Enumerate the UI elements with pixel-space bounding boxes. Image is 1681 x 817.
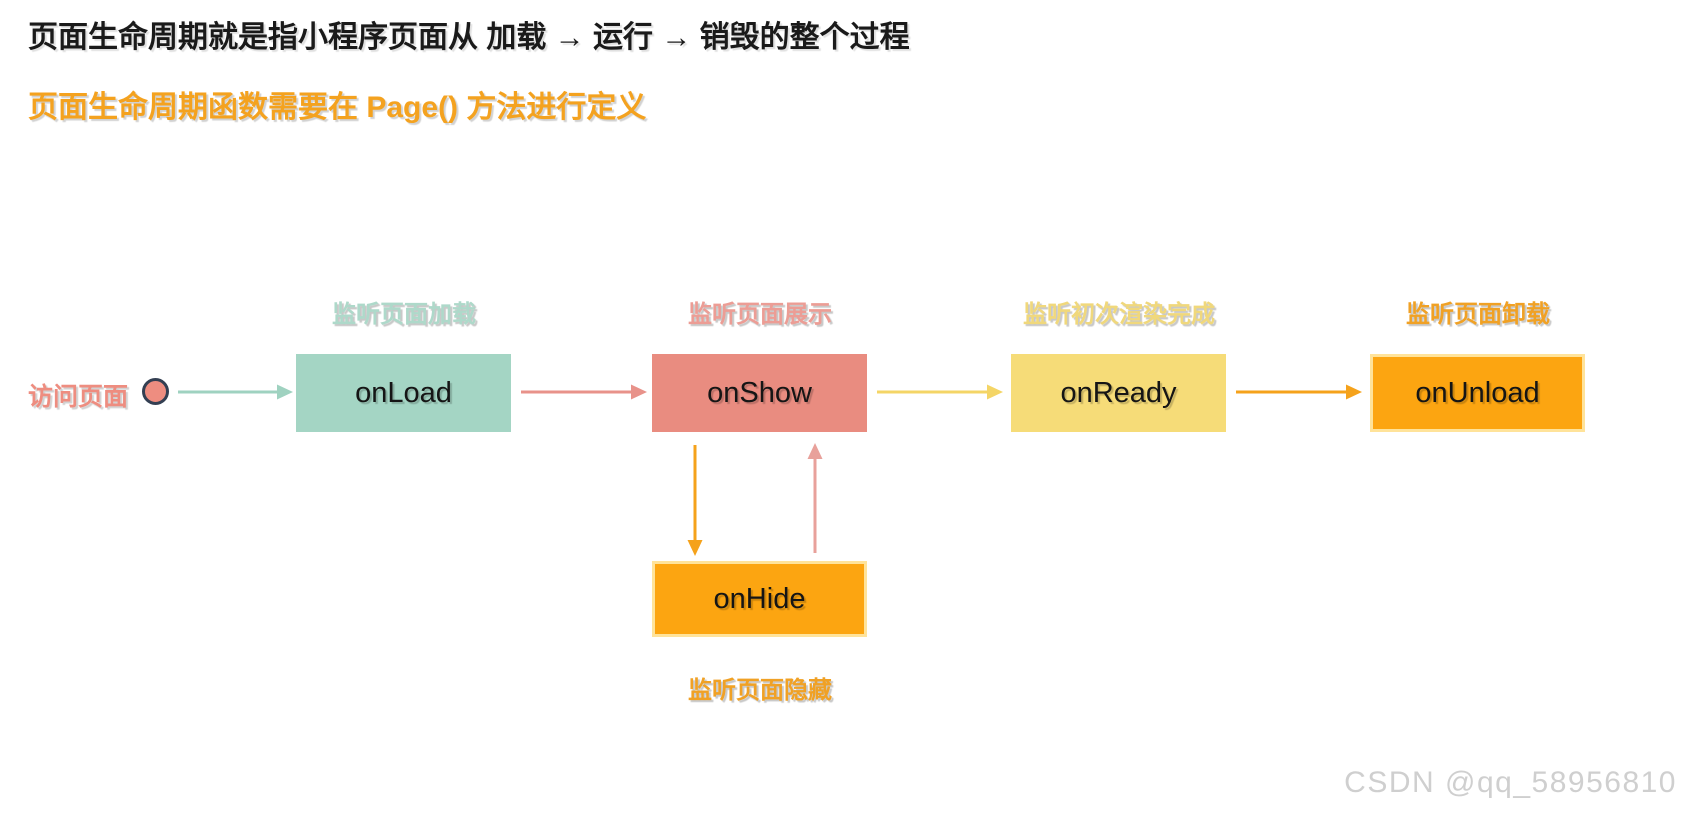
page-title: 页面生命周期就是指小程序页面从 加载 → 运行 → 销毁的整个过程 xyxy=(28,21,910,54)
node-onshow: onShow xyxy=(652,354,867,432)
caption-onunload: 监听页面卸载 xyxy=(1406,301,1550,328)
caption-onshow: 监听页面展示 xyxy=(688,301,832,328)
arrow-onready-to-onunload xyxy=(1236,384,1362,400)
watermark-text: CSDN @qq_58956810 xyxy=(1344,766,1677,799)
node-onunload: onUnload xyxy=(1370,354,1585,432)
start-circle-icon xyxy=(142,378,169,405)
caption-onload: 监听页面加载 xyxy=(332,301,476,328)
node-onload: onLoad xyxy=(296,354,511,432)
arrow-onhide-to-onshow xyxy=(807,443,823,553)
caption-onready: 监听初次渲染完成 xyxy=(1023,301,1215,328)
arrow-start-to-onload xyxy=(178,384,293,400)
node-onready: onReady xyxy=(1011,354,1226,432)
start-label: 访问页面 xyxy=(28,383,129,411)
caption-onhide: 监听页面隐藏 xyxy=(688,677,832,704)
arrow-onshow-to-onhide xyxy=(687,445,703,556)
arrow-onload-to-onshow xyxy=(521,384,647,400)
arrow-onshow-to-onready xyxy=(877,384,1003,400)
node-onhide: onHide xyxy=(652,561,867,637)
page-subtitle: 页面生命周期函数需要在 Page() 方法进行定义 xyxy=(28,91,647,124)
